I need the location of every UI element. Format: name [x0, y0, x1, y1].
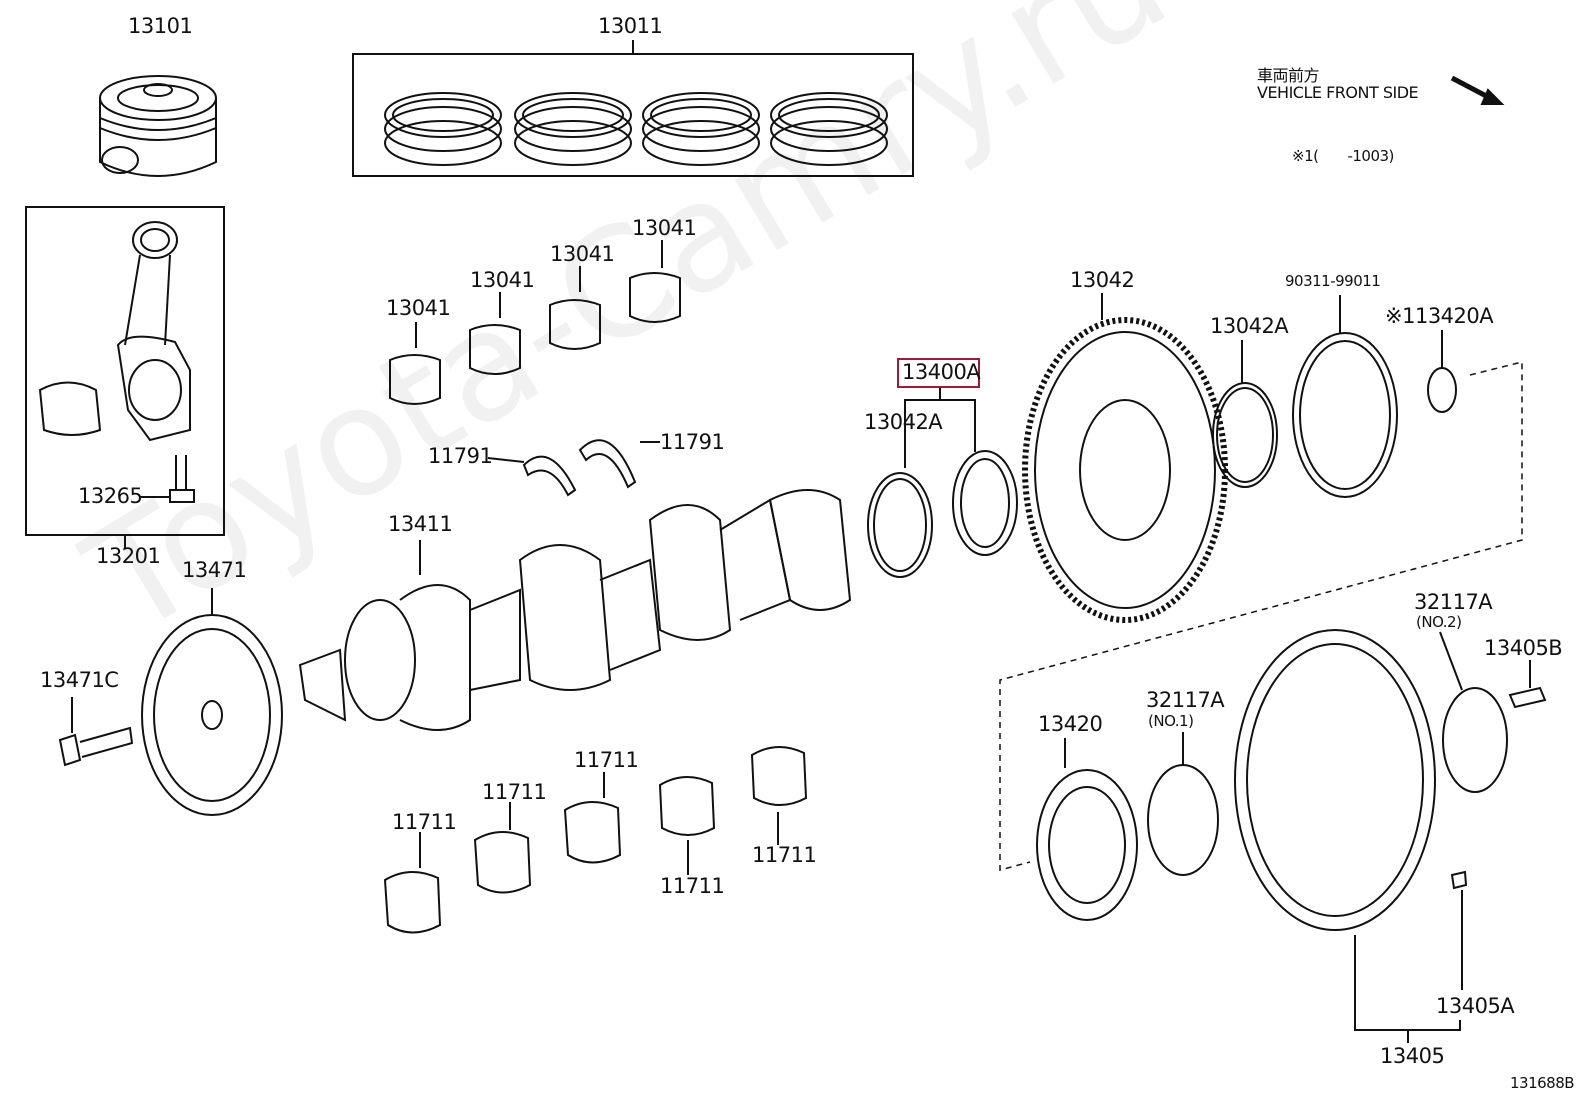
piston-13101	[99, 75, 217, 177]
label-13420a[interactable]: ※113420A	[1385, 304, 1494, 328]
ring-90311	[1292, 332, 1398, 498]
label-13471c[interactable]: 13471C	[40, 668, 119, 692]
orientation-english: VEHICLE FRONT SIDE	[1257, 83, 1419, 102]
orientation-note: ※1( -1003)	[1292, 147, 1394, 165]
spacer-32117a-no2	[1442, 687, 1508, 793]
label-13042a-right[interactable]: 13042A	[1210, 314, 1289, 338]
label-13405a[interactable]: 13405A	[1436, 994, 1515, 1018]
label-no1: (NO.1)	[1148, 712, 1194, 730]
label-11711-e[interactable]: 11711	[752, 843, 817, 867]
label-11711-b[interactable]: 11711	[482, 780, 547, 804]
thrust-washer-a	[522, 455, 577, 497]
gear-plate-13042	[1022, 317, 1228, 623]
front-arrow-icon	[1450, 75, 1492, 101]
label-no2: (NO.2)	[1416, 613, 1462, 631]
seal-13400a	[952, 450, 1018, 556]
rod-bearing	[38, 381, 102, 436]
connecting-rod	[116, 221, 191, 442]
flywheel-13405	[1234, 629, 1436, 931]
label-13405[interactable]: 13405	[1380, 1044, 1445, 1068]
label-13265[interactable]: 13265	[78, 484, 143, 508]
label-13411[interactable]: 13411	[388, 512, 453, 536]
label-13400a[interactable]: 13400A	[902, 360, 981, 384]
orientation-japanese: 車両前方	[1257, 66, 1320, 85]
label-11791-b[interactable]: 11791	[660, 430, 725, 454]
crankshaft-13411	[298, 489, 852, 731]
label-13041-a[interactable]: 13041	[386, 296, 451, 320]
seal-13042a-left	[867, 472, 933, 578]
bearings-11711	[383, 746, 808, 934]
bearings-13041	[389, 272, 681, 405]
spacer-32117a-no1	[1147, 764, 1219, 876]
label-11791-a[interactable]: 11791	[428, 444, 493, 468]
ring-13042a-right	[1212, 382, 1278, 488]
label-13201[interactable]: 13201	[96, 544, 161, 568]
bolt-13471c	[58, 726, 134, 767]
label-13405b[interactable]: 13405B	[1484, 636, 1563, 660]
label-13041-b[interactable]: 13041	[470, 268, 535, 292]
label-13042[interactable]: 13042	[1070, 268, 1135, 292]
thrust-washer-b	[578, 439, 637, 489]
label-13101[interactable]: 13101	[128, 14, 193, 38]
pin-13405a	[1450, 870, 1468, 890]
piston-rings-13011	[384, 92, 888, 166]
diagram-code: 131688B	[1510, 1074, 1575, 1092]
bolt-13405b	[1508, 686, 1547, 709]
label-13041-c[interactable]: 13041	[550, 242, 615, 266]
label-11711-d[interactable]: 11711	[660, 874, 725, 898]
rings-box	[352, 53, 914, 177]
label-13420[interactable]: 13420	[1038, 712, 1103, 736]
label-32117a-no1[interactable]: 32117A	[1146, 688, 1225, 712]
hub-13420	[1036, 769, 1138, 921]
crank-pulley-13471	[141, 614, 283, 816]
label-13042a-left[interactable]: 13042A	[864, 410, 943, 434]
label-13041-d[interactable]: 13041	[632, 216, 697, 240]
label-13471[interactable]: 13471	[182, 558, 247, 582]
ring-13420a	[1427, 367, 1457, 413]
label-11711-c[interactable]: 11711	[574, 748, 639, 772]
label-90311-99011[interactable]: 90311-99011	[1285, 272, 1381, 290]
label-13011[interactable]: 13011	[598, 14, 663, 38]
label-11711-a[interactable]: 11711	[392, 810, 457, 834]
highlight-box	[897, 358, 980, 388]
label-32117a-no2[interactable]: 32117A	[1414, 590, 1493, 614]
